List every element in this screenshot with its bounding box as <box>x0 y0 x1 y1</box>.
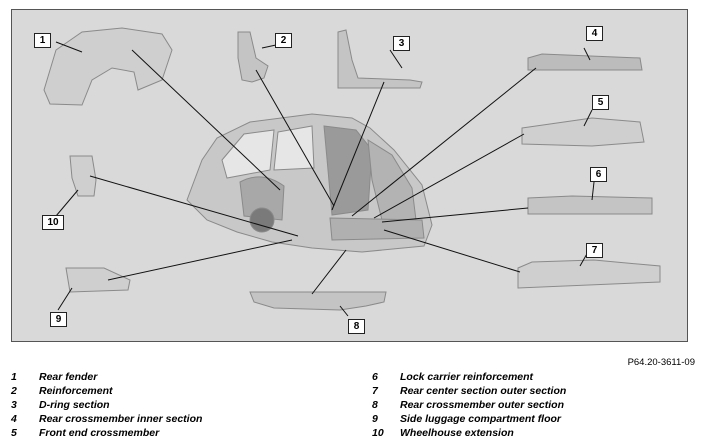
legend-number: 10 <box>372 427 384 439</box>
legend-item: 9 Side luggage compartment floor <box>372 412 566 426</box>
callout-1: 1 <box>34 33 51 48</box>
legend-label: Wheelhouse extension <box>400 427 514 439</box>
legend-label: Reinforcement <box>39 385 113 397</box>
callout-9: 9 <box>50 312 67 327</box>
legend-item: 8 Rear crossmember outer section <box>372 398 566 412</box>
legend-label: D-ring section <box>39 399 110 411</box>
legend-item: 2 Reinforcement <box>11 384 202 398</box>
car-body-shell <box>186 113 433 253</box>
callout-5: 5 <box>592 95 609 110</box>
legend-item: 4 Rear crossmember inner section <box>11 412 202 426</box>
figure-reference: P64.20-3611-09 <box>627 357 695 368</box>
wheelhouse-extension-part <box>69 155 97 197</box>
parts-diagram: 1 2 3 4 5 6 7 8 9 10 <box>11 9 688 342</box>
legend-number: 8 <box>372 399 378 411</box>
callout-7: 7 <box>586 243 603 258</box>
callout-4: 4 <box>586 26 603 41</box>
callout-8: 8 <box>348 319 365 334</box>
rear-fender-part <box>43 27 173 106</box>
legend-item: 6 Lock carrier reinforcement <box>372 370 566 384</box>
legend-label: Lock carrier reinforcement <box>400 371 534 383</box>
reinforcement-part <box>237 31 269 83</box>
legend-label: Rear crossmember outer section <box>400 399 564 411</box>
legend-left: 1 Rear fender 2 Reinforcement 3 D-ring sect… <box>11 370 202 440</box>
side-luggage-floor-part <box>65 267 131 293</box>
front-end-crossmember-part <box>521 117 645 147</box>
legend-right: 6 Lock carrier reinforcement 7 Rear center… <box>372 370 566 440</box>
legend-number: 1 <box>11 371 17 383</box>
legend-number: 6 <box>372 371 378 383</box>
rear-crossmember-outer-part <box>249 291 387 311</box>
legend-number: 7 <box>372 385 378 397</box>
d-ring-section-part <box>337 29 423 89</box>
legend-label: Rear fender <box>39 371 98 383</box>
callout-2: 2 <box>275 33 292 48</box>
legend-number: 9 <box>372 413 378 425</box>
legend-label: Rear crossmember inner section <box>39 413 203 425</box>
legend-number: 2 <box>11 385 17 397</box>
legend-number: 3 <box>11 399 17 411</box>
legend-item: 7 Rear center section outer section <box>372 384 566 398</box>
legend-label: Front end crossmember <box>39 427 160 439</box>
legend-label: Side luggage compartment floor <box>400 413 562 425</box>
legend-item: 1 Rear fender <box>11 370 202 384</box>
callout-3: 3 <box>393 36 410 51</box>
rear-crossmember-inner-part <box>527 53 643 71</box>
rear-center-outer-part <box>517 259 661 289</box>
legend-item: 5 Front end crossmember <box>11 426 202 440</box>
callout-6: 6 <box>590 167 607 182</box>
lock-carrier-reinforcement-part <box>527 195 653 215</box>
leader-lines <box>55 41 595 317</box>
diagram-artwork <box>43 27 661 317</box>
legend-number: 4 <box>11 413 17 425</box>
legend-label: Rear center section outer section <box>400 385 567 397</box>
legend-item: 10 Wheelhouse extension <box>372 426 566 440</box>
legend-item: 3 D-ring section <box>11 398 202 412</box>
callout-10: 10 <box>42 215 64 230</box>
legend-number: 5 <box>11 427 17 439</box>
